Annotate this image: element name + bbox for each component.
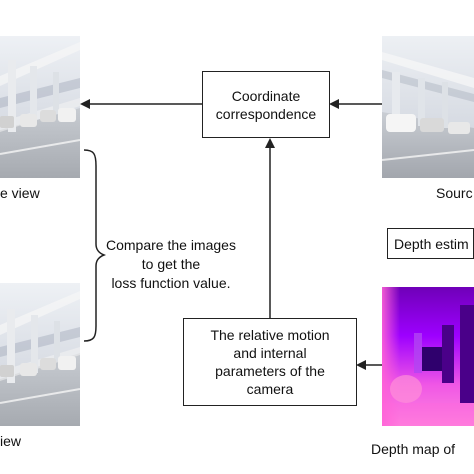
relative-motion-box: The relative motion and internal paramet… (183, 318, 357, 406)
target-view-top-label: e view (0, 185, 40, 201)
coordinate-correspondence-box: Coordinate correspondence (202, 71, 330, 138)
source-view-image (382, 36, 474, 178)
depth-estimation-text: Depth estim (394, 235, 469, 252)
relative-motion-text: The relative motion and internal paramet… (210, 327, 330, 397)
coordinate-correspondence-text: Coordinate correspondence (215, 87, 317, 122)
depth-map-label: Depth map of (371, 441, 456, 457)
source-view-label: Sourc (436, 185, 473, 201)
depth-estimation-box: Depth estim (387, 228, 474, 259)
comparison-bracket (83, 149, 107, 342)
target-view-bottom-label: iew (0, 433, 22, 449)
target-view-top-image (0, 36, 80, 178)
target-view-bottom-image (0, 283, 80, 426)
depth-map-image (382, 287, 474, 426)
compare-images-annotation: Compare the images to get the loss funct… (106, 237, 236, 291)
